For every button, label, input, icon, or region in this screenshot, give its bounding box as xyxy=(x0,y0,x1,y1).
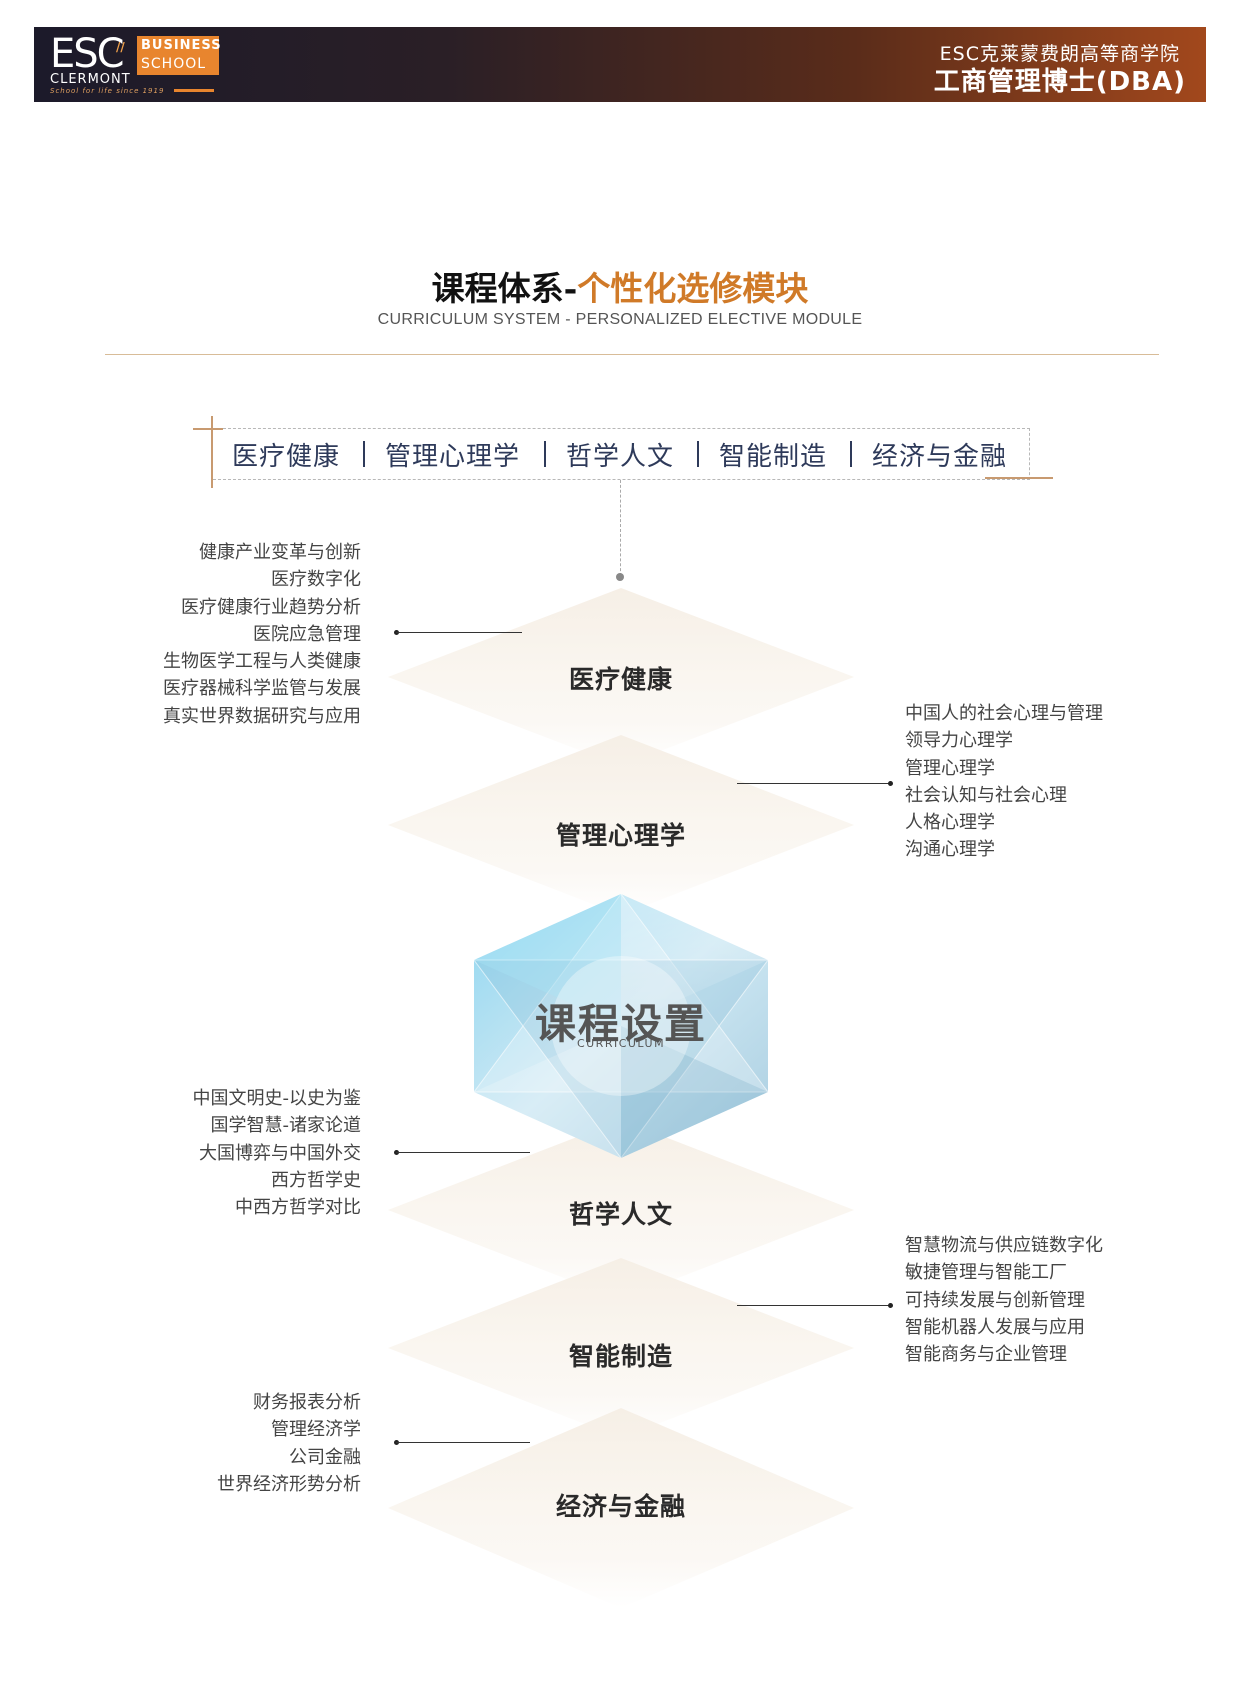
page-title-accent: 个性化选修模块 xyxy=(577,269,809,308)
course-item: 中国人的社会心理与管理 xyxy=(905,703,1103,724)
page-title-main: 课程体系- xyxy=(431,269,578,308)
connector-line-manufacturing xyxy=(737,1305,890,1306)
tab-management-psychology: 管理心理学 xyxy=(385,442,521,472)
module-label-manufacturing: 智能制造 xyxy=(568,1342,673,1371)
course-item: 智能机器人发展与应用 xyxy=(905,1316,1085,1338)
tab-separator xyxy=(363,441,365,467)
curriculum-center-subtitle: CURRICULUM xyxy=(576,1037,666,1050)
course-item: 可持续发展与创新管理 xyxy=(905,1289,1085,1311)
course-list-finance: 财务报表分析 管理经济学 公司金融 世界经济形势分析 xyxy=(120,1389,361,1498)
logo-business-school-box: BUSINESS SCHOOL xyxy=(137,36,222,75)
program-name: 工商管理博士(DBA) xyxy=(933,67,1186,97)
course-item: 智能商务与企业管理 xyxy=(905,1344,1067,1366)
module-label-psychology: 管理心理学 xyxy=(555,821,686,850)
logo-school-text: SCHOOL xyxy=(141,56,207,72)
course-item: 大国博弈与中国外交 xyxy=(199,1142,361,1164)
header-banner: ESC // CLERMONT School for life since 19… xyxy=(34,27,1206,102)
page-title: 课程体系-个性化选修模块 xyxy=(0,262,1240,310)
course-item: 世界经济形势分析 xyxy=(217,1473,361,1495)
logo-esc-text: ESC xyxy=(50,31,125,77)
course-item: 国学智慧-诸家论道 xyxy=(210,1115,362,1137)
course-item: 人格心理学 xyxy=(905,812,995,834)
module-label-finance: 经济与金融 xyxy=(555,1492,686,1521)
course-item: 医院应急管理 xyxy=(253,623,361,645)
connector-line-psychology xyxy=(737,783,890,784)
course-item: 中国文明史-以史为鉴 xyxy=(192,1088,362,1109)
tabs-connector-line xyxy=(620,480,621,576)
tab-philosophy-humanities: 哲学人文 xyxy=(566,442,675,472)
connector-dot xyxy=(888,781,893,786)
tab-economics-finance: 经济与金融 xyxy=(872,442,1008,472)
course-item: 智慧物流与供应链数字化 xyxy=(905,1235,1103,1256)
page-subtitle: CURRICULUM SYSTEM - PERSONALIZED ELECTIV… xyxy=(377,311,863,328)
school-name: ESC克莱蒙费朗高等商学院 xyxy=(939,43,1180,65)
logo-tagline: School for life since 1919 xyxy=(50,87,165,95)
tab-separator xyxy=(544,441,546,467)
course-item: 管理心理学 xyxy=(905,757,995,779)
course-item: 公司金融 xyxy=(289,1446,361,1468)
module-label-philosophy: 哲学人文 xyxy=(568,1200,673,1229)
tab-intelligent-manufacturing: 智能制造 xyxy=(719,442,828,472)
tabs-bracket-vertical xyxy=(211,416,213,488)
title-divider xyxy=(105,354,1159,355)
tab-separator xyxy=(697,441,699,467)
connector-line-medical xyxy=(396,632,522,633)
course-item: 财务报表分析 xyxy=(253,1392,361,1413)
logo-slash-mark: // xyxy=(116,40,125,54)
course-item: 医疗健康行业趋势分析 xyxy=(181,596,361,618)
course-item: 医疗器械科学监管与发展 xyxy=(163,678,361,700)
connector-line-philosophy xyxy=(396,1152,530,1153)
logo-clermont-text: CLERMONT xyxy=(50,72,131,87)
module-label-medical: 医疗健康 xyxy=(568,665,673,694)
curriculum-crystal-graphic xyxy=(474,894,768,1158)
curriculum-center-title: 课程设置 xyxy=(535,1000,707,1048)
course-item: 社会认知与社会心理 xyxy=(905,784,1067,806)
logo-underline xyxy=(174,89,214,92)
course-item: 管理经济学 xyxy=(271,1419,361,1441)
course-item: 中西方哲学对比 xyxy=(235,1197,361,1219)
course-list-medical: 健康产业变革与创新 医疗数字化 医疗健康行业趋势分析 医院应急管理 生物医学工程… xyxy=(120,539,361,730)
logo-business-text: BUSINESS xyxy=(141,38,222,53)
tabs-bracket-horizontal xyxy=(193,428,223,430)
course-list-psychology: 中国人的社会心理与管理 领导力心理学 管理心理学 社会认知与社会心理 人格心理学… xyxy=(905,700,1165,864)
course-item: 西方哲学史 xyxy=(271,1169,361,1191)
course-item: 领导力心理学 xyxy=(905,730,1013,752)
tabs-bracket-bottom xyxy=(985,477,1053,479)
connector-dot xyxy=(888,1303,893,1308)
course-item: 敏捷管理与智能工厂 xyxy=(905,1262,1067,1284)
connector-line-finance xyxy=(396,1442,530,1443)
course-item: 沟通心理学 xyxy=(905,839,995,861)
course-item: 真实世界数据研究与应用 xyxy=(163,705,361,727)
tabs-connector-dot xyxy=(616,573,624,581)
course-item: 健康产业变革与创新 xyxy=(199,542,361,563)
module-tabs-frame xyxy=(213,428,1030,480)
course-list-philosophy: 中国文明史-以史为鉴 国学智慧-诸家论道 大国博弈与中国外交 西方哲学史 中西方… xyxy=(120,1085,362,1221)
course-list-manufacturing: 智慧物流与供应链数字化 敏捷管理与智能工厂 可持续发展与创新管理 智能机器人发展… xyxy=(905,1232,1165,1368)
tab-medical-health: 医疗健康 xyxy=(232,442,341,472)
course-item: 生物医学工程与人类健康 xyxy=(163,651,361,673)
course-item: 医疗数字化 xyxy=(271,569,361,591)
tab-separator xyxy=(850,441,852,467)
